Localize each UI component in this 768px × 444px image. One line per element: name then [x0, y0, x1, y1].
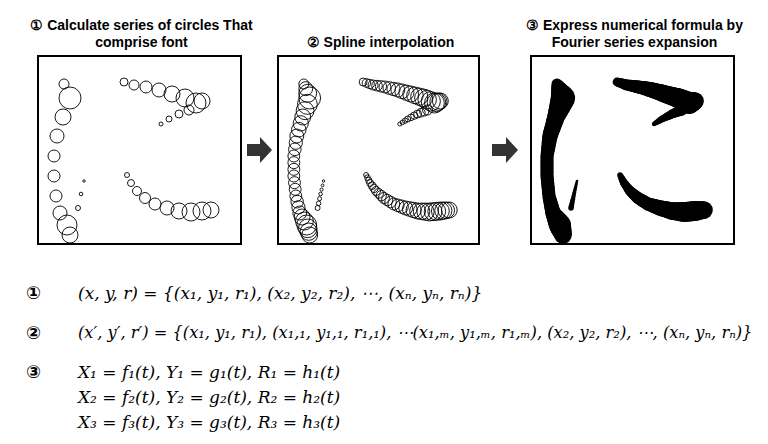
glyph-circle	[194, 93, 210, 109]
glyph-circle	[129, 80, 139, 90]
glyph-circle	[184, 105, 194, 115]
glyph-circle	[55, 109, 71, 125]
glyph-circle	[133, 187, 142, 196]
glyph-circle	[83, 180, 85, 182]
glyph-circle	[320, 188, 323, 191]
glyph-circle	[319, 192, 323, 196]
glyph-illustration	[39, 57, 240, 243]
glyph-circle	[79, 192, 83, 196]
glyph-circle	[62, 227, 78, 243]
glyph-circle	[367, 180, 374, 187]
glyph-circle	[441, 202, 457, 218]
glyph-circle	[289, 183, 301, 195]
illustration-panel: ① Calculate series of circles That compr…	[37, 55, 242, 245]
glyph-circle	[413, 203, 430, 220]
formula-text: X₃ = f₃(t), Y₃ = g₃(t), R₃ = h₃(t)	[78, 412, 340, 432]
glyph-circle	[166, 116, 172, 122]
step-heading: ③ Express numerical formula by Fourier s…	[509, 17, 761, 51]
glyph-illustration	[532, 57, 733, 243]
glyph-circle	[50, 190, 62, 202]
glyph-circle	[362, 79, 371, 88]
glyph-circle	[695, 201, 713, 219]
glyph-circle	[438, 202, 455, 219]
glyph-circle	[321, 184, 324, 187]
glyph-circle	[288, 163, 300, 175]
glyph-circle	[176, 89, 194, 107]
glyph-circle	[289, 177, 301, 189]
step-heading: ② Spline interpolation	[255, 34, 507, 51]
glyph-circle	[203, 202, 219, 218]
glyph-circle	[48, 150, 60, 162]
glyph-circle	[686, 92, 704, 110]
glyph-circle	[59, 87, 81, 109]
glyph-circle	[685, 92, 703, 110]
glyph-circle	[653, 121, 658, 126]
glyph-circle	[576, 180, 579, 183]
formula-text: (x, y, r) = {(x₁, y₁, r₁), (x₂, y₂, r₂),…	[78, 283, 482, 303]
glyph-circle	[48, 170, 60, 182]
glyph-circle	[57, 215, 77, 235]
step-number: ①	[26, 282, 41, 303]
glyph-circle	[288, 150, 300, 162]
glyph-illustration	[279, 57, 478, 243]
glyph-circle	[175, 110, 183, 118]
glyph-circle	[299, 82, 313, 96]
block-arrow	[247, 137, 272, 163]
glyph-circle	[316, 201, 320, 206]
glyph-circle	[120, 78, 128, 86]
glyph-circle	[140, 193, 151, 204]
glyph-circle	[288, 157, 300, 169]
formula-text: (x′, y′, r′) = {(x₁, y₁, r₁), (x₁,₁, y₁,…	[78, 323, 752, 342]
glyph-circle	[140, 81, 152, 93]
glyph-circle	[388, 198, 400, 210]
step-number: ③	[26, 361, 41, 382]
glyph-circle	[694, 201, 712, 219]
glyph-circle	[76, 206, 81, 211]
glyph-circle	[322, 180, 324, 182]
glyph-circle	[125, 173, 130, 178]
glyph-circle	[398, 122, 402, 126]
step-number: ②	[26, 322, 41, 343]
illustration-panel: ② Spline interpolation	[277, 55, 480, 245]
glyph-circle	[554, 226, 572, 243]
illustration-panel: ③ Express numerical formula by Fourier s…	[530, 55, 735, 245]
glyph-circle	[318, 197, 322, 201]
glyph-circle	[432, 93, 448, 109]
glyph-circle	[315, 206, 320, 211]
glyph-circle	[302, 227, 318, 243]
block-arrow	[492, 137, 518, 163]
step-heading: ① Calculate series of circles That compr…	[16, 17, 268, 51]
glyph-circle	[159, 122, 163, 126]
formula-text: X₁ = f₁(t), Y₁ = g₁(t), R₁ = h₁(t)	[78, 362, 340, 382]
glyph-circle	[652, 122, 656, 126]
glyph-circle	[164, 86, 180, 102]
glyph-circle	[128, 180, 135, 187]
glyph-circle	[149, 198, 161, 210]
glyph-circle	[554, 225, 572, 243]
glyph-circle	[288, 170, 300, 182]
formula-text: X₂ = f₂(t), Y₂ = g₂(t), R₂ = h₂(t)	[78, 387, 340, 407]
glyph-circle	[50, 129, 64, 143]
